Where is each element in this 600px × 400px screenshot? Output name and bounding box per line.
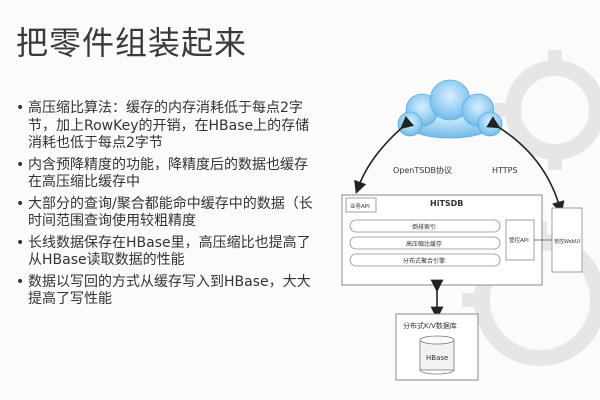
bullet-item: 大部分的查询/聚合都能命中缓存中的数据（长时间范围查询使用较粗精度	[14, 196, 314, 231]
layer-aggregation-engine-label: 分布式聚合引擎	[403, 257, 445, 265]
database-icon	[419, 335, 455, 375]
hitsdb-title: HiTSDB	[430, 199, 463, 208]
layer-inverted-index-label: 倒排索引	[412, 223, 436, 231]
protocol-arrow-left	[354, 115, 415, 195]
bullet-item: 高压缩比算法：缓存的内存消耗低于每点2字节，加上RowKey的开销，在HBase…	[14, 100, 314, 153]
layer-compression-cache	[349, 236, 501, 250]
bullet-list: 高压缩比算法：缓存的内存消耗低于每点2字节，加上RowKey的开销，在HBase…	[14, 100, 314, 313]
protocol-left-label: OpenTSDB协议	[393, 165, 452, 175]
bullet-item: 数据以写回的方式从缓存写入到HBase，大大提高了写性能	[14, 274, 314, 309]
bullet-item: 长线数据保存在HBase里，高压缩比也提高了从HBase读取数据的性能	[14, 235, 314, 270]
console-box	[551, 207, 583, 273]
protocol-right-label: HTTPS	[492, 166, 518, 175]
bullet-item: 内含预降精度的功能，降精度后的数据也缓存在高压缩比缓存中	[14, 157, 314, 192]
business-api-label: 业务API	[350, 202, 370, 210]
mgmt-api-label: 管控API	[509, 236, 529, 244]
architecture-diagram: OpenTSDB协议 HTTPS HiTSDB 业务API 倒排索引 高压缩比缓…	[341, 79, 583, 381]
protocol-arrow-right	[486, 116, 565, 215]
console-label: 管控WebUI	[554, 238, 580, 245]
cloud-icon	[397, 79, 503, 139]
hbase-label: HBase	[426, 354, 448, 362]
mgmt-api-box	[505, 219, 535, 261]
kv-database-title: 分布式K/V数据库	[403, 321, 457, 330]
layer-compression-cache-label: 高压缩比缓存	[406, 240, 442, 248]
slide-title: 把零件组装起来	[16, 24, 248, 62]
layer-aggregation-engine	[349, 253, 501, 267]
layer-inverted-index	[349, 219, 501, 233]
business-api-box	[345, 197, 377, 213]
